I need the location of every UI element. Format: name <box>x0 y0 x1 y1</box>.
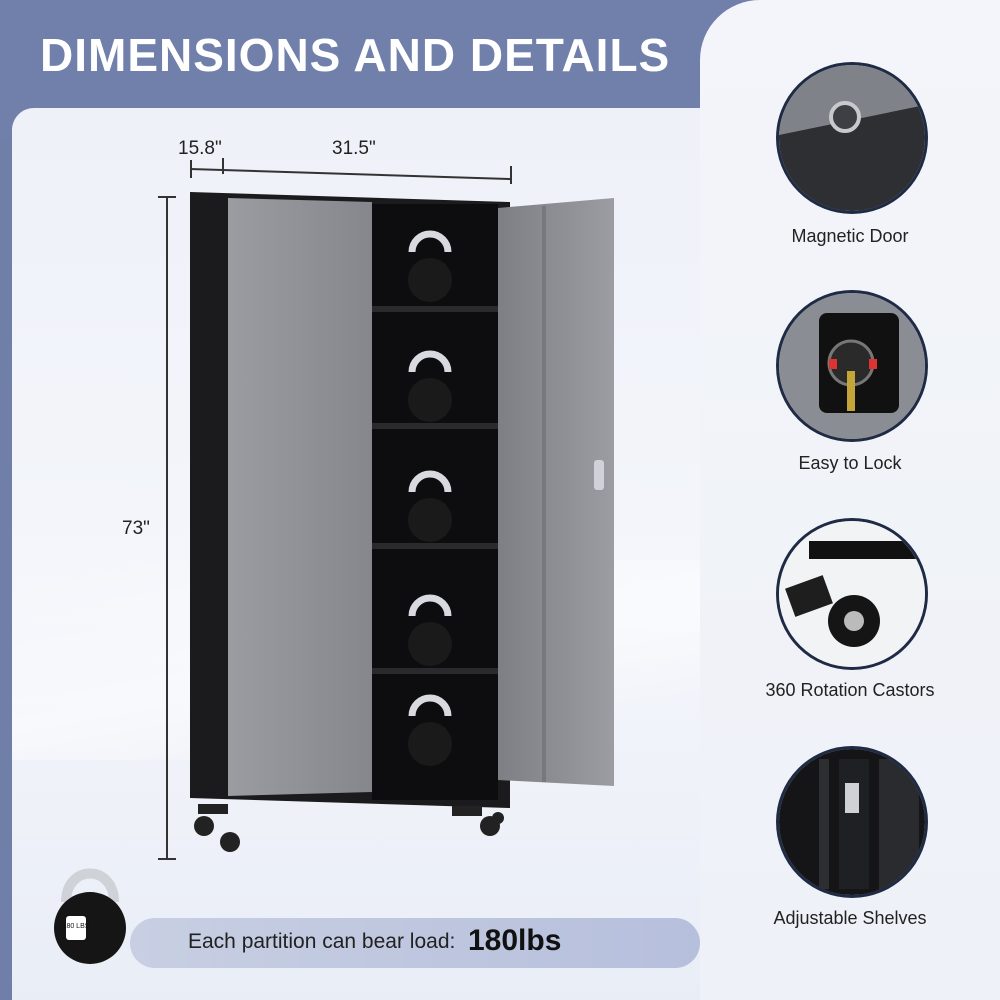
caster-icon <box>776 518 928 670</box>
width-label: 31.5" <box>332 138 376 159</box>
width-tick-right <box>510 166 512 184</box>
kettlebell-icon: 180 LBS <box>54 868 126 964</box>
left-door <box>228 198 372 796</box>
feature-label: Easy to Lock <box>798 453 902 473</box>
height-label: 73" <box>122 518 150 539</box>
cabinet-illustration <box>190 192 614 852</box>
page-title: DIMENSIONS AND DETAILS <box>40 29 671 81</box>
shelf-3 <box>372 543 498 549</box>
load-value: 180lbs <box>468 924 562 957</box>
load-banner <box>130 918 700 968</box>
feature-label: 360 Rotation Castors <box>765 680 935 700</box>
right-door-edge <box>542 206 546 782</box>
shelf-icon <box>776 746 928 898</box>
lock-icon <box>776 290 928 442</box>
shelf-1 <box>372 306 498 312</box>
shelf-4 <box>372 668 498 674</box>
height-line <box>166 196 168 860</box>
depth-label: 15.8" <box>178 138 222 159</box>
height-tick-top <box>158 196 176 198</box>
door-lock <box>594 460 604 490</box>
feature-label: Adjustable Shelves <box>773 908 927 928</box>
width-tick-left <box>190 160 192 178</box>
right-door <box>498 198 614 786</box>
depth-tick <box>222 158 224 174</box>
shelf-kettlebells <box>408 230 452 766</box>
cabinet-casters <box>194 804 504 852</box>
kettlebell-label: 180 LBS <box>63 923 90 930</box>
feature-label: Magnetic Door <box>791 226 909 246</box>
shelf-2 <box>372 423 498 429</box>
magnet-icon <box>776 62 928 214</box>
load-text: Each partition can bear load: <box>188 930 456 953</box>
height-tick-bottom <box>158 858 176 860</box>
